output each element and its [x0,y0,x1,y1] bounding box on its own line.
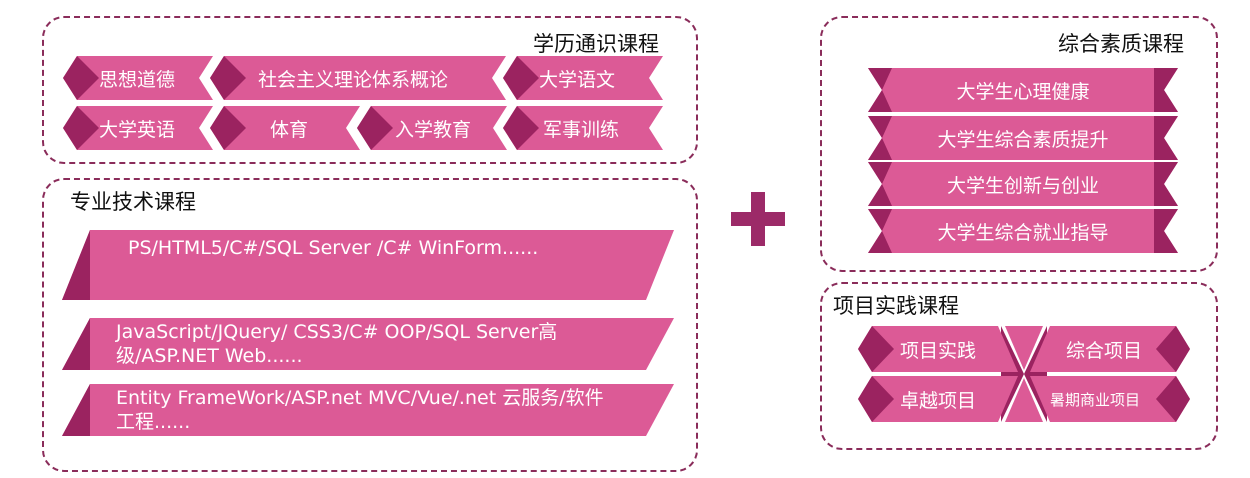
plus-icon [731,192,785,246]
practice-item: 项目实践 [858,326,1018,372]
chevron-shape [63,56,213,100]
chevron-shape [63,106,213,150]
quality-course-item: 大学生综合就业指导 [868,209,1178,253]
item-label: 大学生综合就业指导 [937,221,1109,244]
course-label: 思想道德 [99,69,176,91]
quality-course-item: 大学生综合素质提升 [868,116,1178,160]
course-chevron: 社会主义理论体系概论 [210,56,506,100]
practice-item: 卓越项目 [858,376,1018,422]
professional-courses-title: 专业技术课程 [70,190,196,214]
course-chevron: 入学教育 [357,106,507,150]
chevron-shape [503,56,663,100]
banner-shape [868,162,1178,206]
bar-shape [62,230,674,300]
item-label: 综合项目 [1066,340,1143,362]
practice-courses-panel [820,282,1218,450]
professional-course-bar: JavaScript/JQuery/ CSS3/C# OOP/SQL Serve… [62,318,674,370]
banner-shape [868,209,1178,253]
quality-courses-title: 综合素质课程 [1058,32,1184,56]
course-label: 入学教育 [395,119,472,141]
general-courses-title: 学历通识课程 [533,32,659,56]
chevron-shape [210,106,360,150]
practice-item: 综合项目 [1030,326,1190,372]
professional-courses-panel [42,178,698,472]
banner-shape [868,68,1178,112]
course-label: 社会主义理论体系概论 [258,69,449,91]
item-label: 大学生综合素质提升 [937,128,1109,151]
chevron-shape [503,106,663,150]
chevron-shape [357,106,507,150]
professional-course-bar: PS/HTML5/C#/SQL Server /C# WinForm...... [62,230,674,300]
course-chevron: 军事训练 [503,106,663,150]
chevron-shape [210,56,506,100]
professional-course-bar: Entity FrameWork/ASP.net MVC/Vue/.net 云服… [62,384,674,436]
course-label: 体育 [270,119,309,141]
item-label: 大学生创新与创业 [946,174,1099,197]
bar-shape [62,318,674,370]
course-label: 大学英语 [99,119,176,141]
banner-shape [868,116,1178,160]
bar-label: JavaScript/JQuery/ CSS3/C# OOP/SQL Serve… [116,321,558,367]
quality-course-item: 大学生创新与创业 [868,162,1178,206]
course-label: 军事训练 [543,119,620,141]
bar-label: Entity FrameWork/ASP.net MVC/Vue/.net 云服… [116,387,604,433]
bar-shape [62,384,674,436]
bar-label: PS/HTML5/C#/SQL Server /C# WinForm...... [128,237,539,259]
chevron-shape [858,376,1018,422]
quality-courses-panel [820,16,1218,272]
course-chevron: 体育 [210,106,360,150]
course-chevron: 大学英语 [63,106,213,150]
course-chevron: 大学语文 [503,56,663,100]
item-label: 暑期商业项目 [1050,391,1141,409]
practice-item: 暑期商业项目 [1030,376,1190,422]
course-label: 大学语文 [539,69,616,91]
chevron-shape [1030,326,1190,372]
item-label: 大学生心理健康 [956,80,1090,103]
quality-course-item: 大学生心理健康 [868,68,1178,112]
item-label: 卓越项目 [900,390,977,412]
general-courses-panel [42,16,698,164]
chevron-shape [1030,376,1190,422]
chevron-shape [858,326,1018,372]
practice-courses-title: 项目实践课程 [833,294,959,318]
course-chevron: 思想道德 [63,56,213,100]
item-label: 项目实践 [900,340,977,362]
